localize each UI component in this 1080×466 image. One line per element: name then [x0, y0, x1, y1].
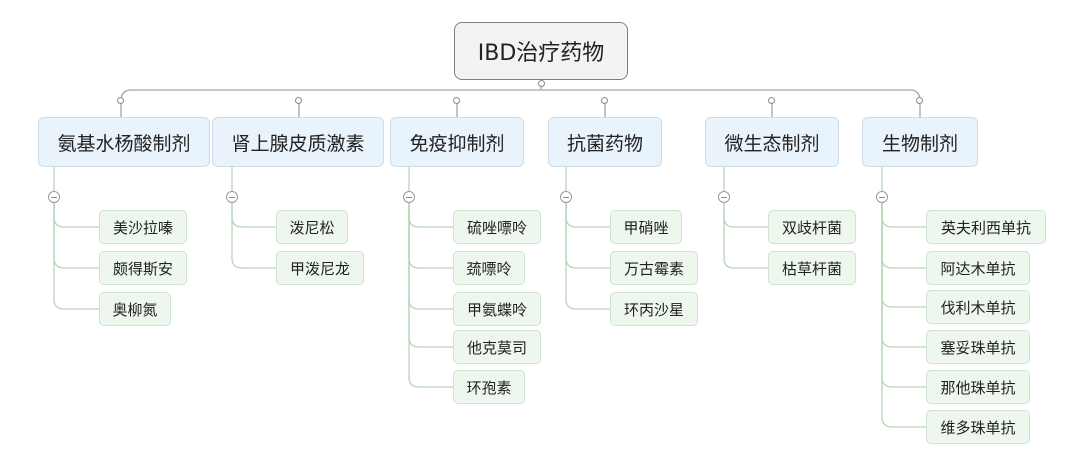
connector-line: [53, 203, 99, 228]
connector-line: [565, 203, 610, 228]
leaf-methotrexate[interactable]: 甲氨蝶呤: [453, 292, 541, 326]
leaf-methylprednisolone[interactable]: 甲泼尼龙: [276, 251, 364, 285]
category-aminosalicylates[interactable]: 氨基水杨酸制剂: [38, 117, 210, 167]
connector-line: [120, 89, 921, 102]
connector-line: [565, 203, 610, 269]
leaf-adalimumab[interactable]: 阿达木单抗: [926, 251, 1030, 285]
category-connector-dot: [916, 97, 923, 104]
category-biologics[interactable]: 生物制剂: [862, 117, 978, 167]
root-connector-dot: [538, 80, 545, 87]
connector-line: [408, 203, 453, 388]
connector-line: [408, 203, 453, 269]
connector-line: [408, 203, 453, 348]
leaf-mercaptopurine[interactable]: 巯嘌呤: [453, 251, 525, 285]
connector-line: [231, 203, 276, 269]
leaf-ciprofloxacin[interactable]: 环丙沙星: [610, 292, 698, 326]
connector-line: [881, 203, 926, 388]
leaf-certolizumab[interactable]: 塞妥珠单抗: [926, 330, 1030, 364]
collapse-toggle-corticosteroids[interactable]: [226, 191, 238, 203]
connector-line: [408, 203, 453, 228]
connector-line: [231, 203, 276, 228]
leaf-azathioprine[interactable]: 硫唑嘌呤: [453, 210, 541, 244]
leaf-cyclosporine[interactable]: 环孢素: [453, 370, 525, 404]
connector-line: [881, 203, 926, 228]
leaf-bifidobacterium[interactable]: 双歧杆菌: [768, 210, 856, 244]
category-corticosteroids[interactable]: 肾上腺皮质激素: [212, 117, 384, 167]
connector-line: [53, 203, 99, 310]
leaf-pentasa[interactable]: 颇得斯安: [99, 251, 187, 285]
leaf-infliximab[interactable]: 英夫利西单抗: [926, 210, 1046, 244]
connector-line: [723, 203, 768, 228]
collapse-toggle-aminosalicylates[interactable]: [48, 191, 60, 203]
connector-line: [723, 203, 768, 269]
leaf-bacillus-subtilis[interactable]: 枯草杆菌: [768, 251, 856, 285]
connector-line: [408, 203, 453, 310]
leaf-tacrolimus[interactable]: 他克莫司: [453, 330, 541, 364]
collapse-toggle-probiotics[interactable]: [718, 191, 730, 203]
connector-line: [565, 203, 610, 310]
category-antibiotics[interactable]: 抗菌药物: [548, 117, 662, 167]
collapse-toggle-biologics[interactable]: [876, 191, 888, 203]
category-connector-dot: [768, 97, 775, 104]
leaf-metronidazole[interactable]: 甲硝唑: [610, 210, 682, 244]
connector-line: [881, 203, 926, 428]
collapse-toggle-antibiotics[interactable]: [560, 191, 572, 203]
leaf-vedolizumab-variant[interactable]: 伐利木单抗: [926, 290, 1030, 324]
connector-line: [881, 203, 926, 308]
connector-line: [881, 203, 926, 348]
leaf-olsalazine[interactable]: 奥柳氮: [99, 292, 171, 326]
category-connector-dot: [601, 97, 608, 104]
category-connector-dot: [453, 97, 460, 104]
leaf-vedolizumab[interactable]: 维多珠单抗: [926, 410, 1030, 444]
leaf-vancomycin[interactable]: 万古霉素: [610, 251, 698, 285]
connector-line: [53, 203, 99, 269]
root-node[interactable]: IBD治疗药物: [454, 22, 628, 80]
leaf-prednisone[interactable]: 泼尼松: [276, 210, 348, 244]
category-connector-dot: [117, 97, 124, 104]
collapse-toggle-immunosuppressants[interactable]: [403, 191, 415, 203]
category-immunosuppressants[interactable]: 免疫抑制剂: [390, 117, 524, 167]
leaf-mesalazine[interactable]: 美沙拉嗪: [99, 210, 187, 244]
leaf-natalizumab[interactable]: 那他珠单抗: [926, 370, 1030, 404]
category-probiotics[interactable]: 微生态制剂: [705, 117, 839, 167]
category-connector-dot: [295, 97, 302, 104]
connector-line: [881, 203, 926, 269]
